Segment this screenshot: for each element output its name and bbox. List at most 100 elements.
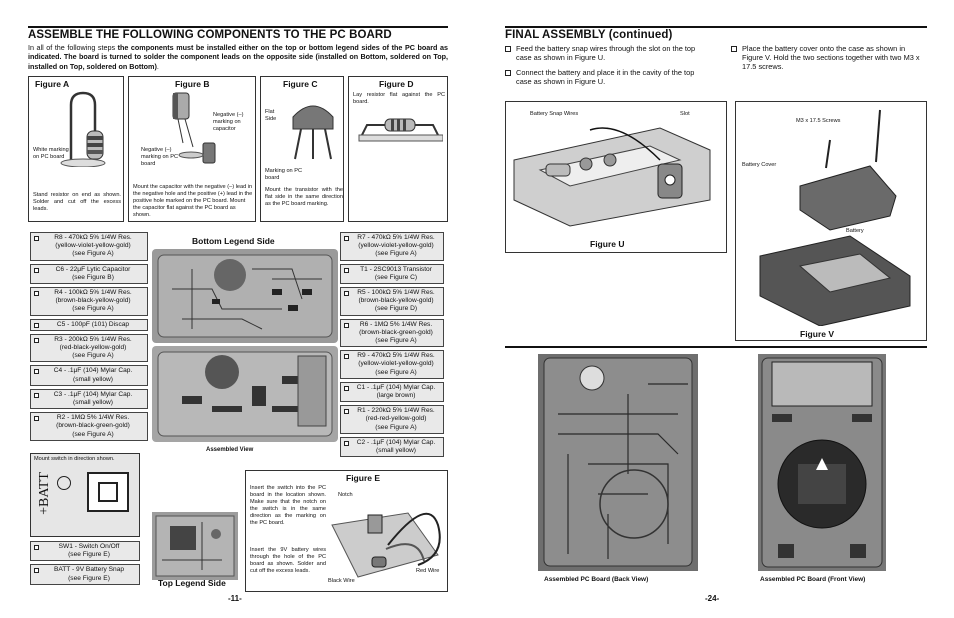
figure-e-notch-label: Notch — [338, 492, 353, 498]
parts-list-item: C2 - .1μF (104) Mylar Cap.(small yellow) — [340, 436, 444, 458]
figure-c-caption: Mount the transistor with the flat side … — [265, 187, 343, 207]
part-line: (yellow-violet-yellow-gold) — [358, 360, 434, 368]
battery-cover-illustration — [759, 109, 911, 326]
top-case-illustration — [513, 127, 711, 227]
part-checkbox[interactable] — [344, 267, 349, 273]
part-checkbox[interactable] — [34, 337, 39, 343]
part-line: (see Figure A) — [72, 430, 114, 438]
right-mid-rule — [505, 346, 927, 348]
part-checkbox[interactable] — [344, 440, 349, 446]
part-line: R3 - 200kΩ 5% 1/4W Res. — [54, 335, 132, 343]
part-checkbox[interactable] — [344, 236, 349, 241]
part-line: (see Figure B) — [72, 273, 114, 281]
part-line: C1 - .1μF (104) Mylar Cap. — [356, 383, 436, 391]
part-checkbox[interactable] — [34, 369, 39, 375]
figure-c-panel: Figure C Flat Side Marking on PC board M… — [260, 76, 344, 222]
left-page-number: -11- — [228, 594, 242, 603]
parts-list-item: R1 - 220kΩ 5% 1/4W Res.(red-red-yellow-g… — [340, 405, 444, 434]
part-line: R6 - 1MΩ 5% 1/4W Res. — [359, 320, 433, 328]
pc-board-front-icon — [761, 357, 883, 568]
parts-list-item: R5 - 100kΩ 5% 1/4W Res.(brown-black-yell… — [340, 287, 444, 316]
part-checkbox[interactable] — [34, 322, 39, 328]
figure-b-callout-capacitor: Negative (–) marking on capacitor — [213, 112, 244, 132]
switch-battery-illustration — [331, 512, 441, 578]
step-checkbox[interactable] — [731, 46, 737, 52]
figure-v-callout-cover: Battery Cover — [742, 162, 777, 168]
part-checkbox[interactable] — [34, 236, 39, 241]
figure-v-callout-battery: Battery — [846, 228, 864, 234]
part-checkbox[interactable] — [344, 291, 349, 296]
parts-list-item: R3 - 200kΩ 5% 1/4W Res.(red-black-yellow… — [30, 333, 148, 363]
part-line: (see Figure A) — [72, 305, 114, 313]
part-line: (see Figure A) — [375, 368, 417, 376]
pc-board-back-icon — [543, 357, 693, 567]
step-text: Place the battery cover onto the case as… — [742, 44, 920, 72]
part-line: (brown-black-yellow-gold) — [55, 297, 131, 305]
figure-d-label: Figure D — [379, 79, 414, 89]
right-page-number: -24- — [705, 594, 720, 603]
left-page-heading: ASSEMBLE THE FOLLOWING COMPONENTS TO THE… — [28, 29, 392, 41]
pc-board-back-label: Assembled PC Board (Back View) — [544, 576, 649, 583]
figure-b-caption: Mount the capacitor with the negative (–… — [133, 184, 253, 218]
transistor-illustration — [292, 105, 334, 160]
part-line: R8 - 470kΩ 5% 1/4W Res. — [54, 234, 132, 241]
parts-list-item: SW1 - Switch On/Off(see Figure E) — [30, 541, 140, 562]
right-page-heading: FINAL ASSEMBLY (continued) — [505, 29, 673, 41]
part-line: C2 - .1μF (104) Mylar Cap. — [356, 438, 436, 446]
part-checkbox[interactable] — [34, 545, 39, 550]
parts-list-item: C5 - 100pF (101) Discap — [30, 318, 148, 331]
part-checkbox[interactable] — [34, 568, 39, 574]
part-line: (see Figure C) — [374, 273, 418, 281]
parts-list-item: R8 - 470kΩ 5% 1/4W Res.(yellow-violet-ye… — [30, 232, 148, 261]
part-checkbox[interactable] — [344, 409, 349, 415]
bottom-legend-label: Bottom Legend Side — [192, 236, 275, 246]
standing-resistor-illustration — [60, 91, 106, 167]
figure-e-text-2: Insert the 9V battery wires through the … — [250, 547, 326, 574]
intro-plain-text: In all of the following steps — [28, 43, 118, 52]
part-line: (see Figure E) — [68, 574, 110, 582]
figure-e-text-1: Insert the switch into the PC board in t… — [250, 485, 326, 526]
parts-list-item: C4 - .1μF (104) Mylar Cap.(small yellow) — [30, 365, 148, 386]
parts-list-item: C3 - .1μF (104) Mylar Cap.(small yellow) — [30, 388, 148, 410]
part-line: R2 - 1MΩ 5% 1/4W Res. — [56, 414, 130, 422]
parts-list-item: R7 - 470kΩ 5% 1/4W Res.(yellow-violet-ye… — [340, 232, 444, 261]
assembly-step: Feed the battery snap wires through the … — [505, 44, 711, 62]
part-checkbox[interactable] — [344, 322, 349, 328]
part-line: (see Figure A) — [72, 250, 114, 258]
step-checkbox[interactable] — [505, 70, 511, 76]
figure-v-panel: M3 x 17.5 Screws Battery Cover Battery F… — [735, 101, 927, 341]
figure-u-callout-wires: Battery Snap Wires — [530, 111, 579, 117]
left-header-rule — [28, 26, 448, 28]
part-checkbox[interactable] — [34, 416, 39, 422]
part-line: T1 - 2SC9013 Transistor — [360, 265, 432, 273]
figure-u-label: Figure U — [590, 239, 625, 249]
part-checkbox[interactable] — [344, 385, 349, 391]
figure-b-panel: Figure B Negative (–) marking on capacit… — [128, 76, 256, 222]
figure-a-label: Figure A — [35, 79, 70, 89]
figure-a-caption: Stand resistor on end as shown. Solder a… — [33, 192, 121, 212]
part-line: R4 - 100kΩ 5% 1/4W Res. — [54, 289, 132, 296]
intro-bold-text: the components must be installed either … — [28, 43, 448, 71]
intro-paragraph: In all of the following steps the compon… — [28, 43, 448, 71]
pcb-traces-icon — [157, 254, 333, 338]
part-line: R9 - 470kΩ 5% 1/4W Res. — [357, 352, 435, 360]
figure-v-callout-screws: M3 x 17.5 Screws — [796, 118, 841, 124]
assembly-step: Connect the battery and place it in the … — [505, 68, 711, 86]
part-line: (see Figure D) — [374, 305, 418, 313]
figure-v-label: Figure V — [800, 329, 835, 339]
part-checkbox[interactable] — [34, 392, 39, 398]
figure-a-panel: Figure A White marking on PC board Stand… — [28, 76, 124, 222]
part-line: (see Figure E) — [68, 551, 110, 559]
part-line: C3 - .1μF (104) Mylar Cap. — [53, 390, 133, 398]
top-legend-board-icon — [155, 515, 235, 577]
top-legend-label: Top Legend Side — [158, 578, 226, 588]
part-line: (red-black-yellow-gold) — [59, 344, 127, 351]
step-checkbox[interactable] — [505, 46, 511, 52]
figure-u-callout-slot: Slot — [680, 111, 690, 117]
figure-e-panel: Figure E Insert the switch into the PC b… — [245, 470, 448, 592]
part-checkbox[interactable] — [34, 267, 39, 273]
batt-marking: +BATT — [37, 472, 52, 515]
part-line: R7 - 470kΩ 5% 1/4W Res. — [357, 234, 435, 241]
part-checkbox[interactable] — [34, 291, 39, 296]
part-checkbox[interactable] — [344, 354, 349, 360]
